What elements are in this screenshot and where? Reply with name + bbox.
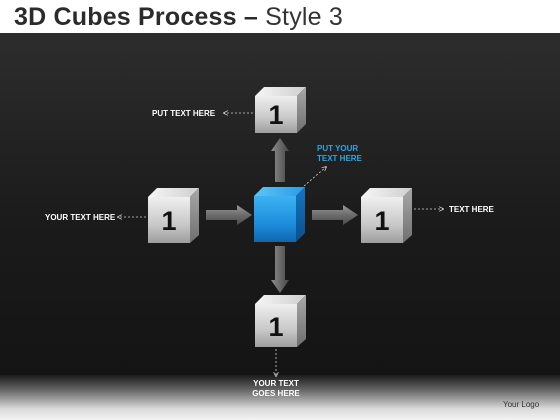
cube-center-top-face [254, 187, 305, 196]
slide-title: 3D Cubes Process – Style 3 [14, 3, 343, 32]
cube-top: 1 [255, 87, 306, 133]
title-main: 3D Cubes Process [14, 3, 237, 31]
arrow-down [271, 246, 289, 293]
cube-top-top-face [255, 87, 306, 96]
label-bottom-line1: YOUR TEXT [253, 379, 299, 388]
cube-top-number: 1 [268, 100, 283, 130]
title-sub: Style 3 [265, 3, 344, 31]
label-center: PUT YOUR TEXT HERE [317, 144, 362, 164]
cube-right-top-face [361, 188, 412, 197]
cube-left: 1 [148, 188, 199, 243]
cube-bottom-top-face [255, 295, 306, 304]
cube-bottom-front-face [255, 304, 297, 347]
arrow-left-to-center [206, 205, 252, 225]
reflection-floor [0, 375, 560, 420]
label-center-line1: PUT YOUR [317, 144, 359, 153]
label-center-line2: TEXT HERE [317, 154, 362, 163]
logo-placeholder: Your Logo [503, 400, 540, 409]
cube-center-front-face [254, 196, 296, 242]
arrow-up [271, 138, 289, 182]
cube-center [254, 187, 305, 242]
cube-left-side-face [190, 188, 199, 243]
leader-center [303, 167, 326, 187]
cube-left-top-face [148, 188, 199, 197]
label-bottom: YOUR TEXT GOES HERE [246, 379, 306, 399]
cube-top-side-face [297, 87, 306, 133]
cube-bottom-side-face [297, 295, 306, 347]
cube-top-front-face [255, 96, 297, 133]
label-top: PUT TEXT HERE [152, 109, 216, 118]
label-left: YOUR TEXT HERE [45, 213, 116, 222]
cube-bottom-number: 1 [268, 312, 283, 342]
cube-right-number: 1 [374, 206, 389, 236]
cube-bottom: 1 [255, 295, 306, 347]
label-bottom-line2: GOES HERE [252, 389, 300, 398]
cube-right: 1 [361, 188, 412, 243]
cube-center-side-face [296, 187, 305, 242]
cube-left-front-face [148, 197, 190, 243]
title-dash: – [243, 3, 259, 31]
cube-right-side-face [403, 188, 412, 243]
cube-right-front-face [361, 197, 403, 243]
label-right: TEXT HERE [449, 205, 494, 214]
cube-left-number: 1 [161, 206, 176, 236]
title-bar: 3D Cubes Process – Style 3 [0, 0, 560, 33]
arrow-right [312, 205, 358, 225]
